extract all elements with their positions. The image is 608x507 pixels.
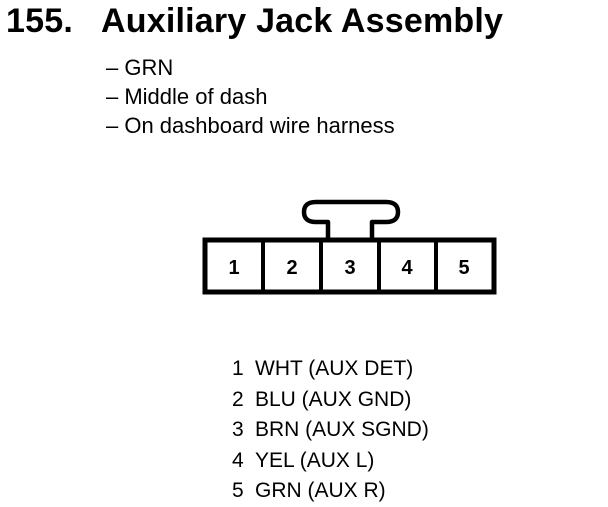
connector-lock-tab xyxy=(301,199,401,240)
pinout-row: 1 WHT (AUX DET) xyxy=(232,354,429,385)
connector-housing xyxy=(202,237,497,295)
note-harness: – On dashboard wire harness xyxy=(106,113,395,138)
pin-description: BLU (AUX GND) xyxy=(255,387,412,411)
pinout-row: 2 BLU (AUX GND) xyxy=(232,385,429,416)
connector-notes: – GRN – Middle of dash – On dashboard wi… xyxy=(106,53,395,140)
pin-number: 4 xyxy=(232,448,244,472)
pin-description: GRN (AUX R) xyxy=(255,479,386,502)
title-number: 155. xyxy=(6,2,73,40)
pin-number: 3 xyxy=(232,418,244,441)
pin-number: 5 xyxy=(232,479,244,502)
pin-description: BRN (AUX SGND) xyxy=(255,418,429,441)
cavity-label: 3 xyxy=(344,257,355,279)
pin-description: WHT (AUX DET) xyxy=(255,357,414,380)
pin-description: YEL (AUX L) xyxy=(255,448,375,472)
note-color: – GRN xyxy=(106,55,174,80)
cavity-label: 5 xyxy=(458,257,469,279)
page-title: 155. Auxiliary Jack Assembly xyxy=(6,2,503,41)
pinout-row: 4 YEL (AUX L) xyxy=(232,446,429,477)
pin-number: 1 xyxy=(232,357,244,380)
pin-number: 2 xyxy=(232,387,244,411)
cavity-label: 1 xyxy=(228,257,239,279)
cavity-label: 2 xyxy=(286,257,297,279)
pinout-row: 5 GRN (AUX R) xyxy=(232,476,429,507)
cavity-label: 4 xyxy=(401,257,413,279)
pinout-list: 1 WHT (AUX DET) 2 BLU (AUX GND) 3 BRN (AUX … xyxy=(232,354,429,507)
pinout-row: 3 BRN (AUX SGND) xyxy=(232,415,429,446)
note-location: – Middle of dash xyxy=(106,84,268,109)
title-text: Auxiliary Jack Assembly xyxy=(101,2,504,40)
